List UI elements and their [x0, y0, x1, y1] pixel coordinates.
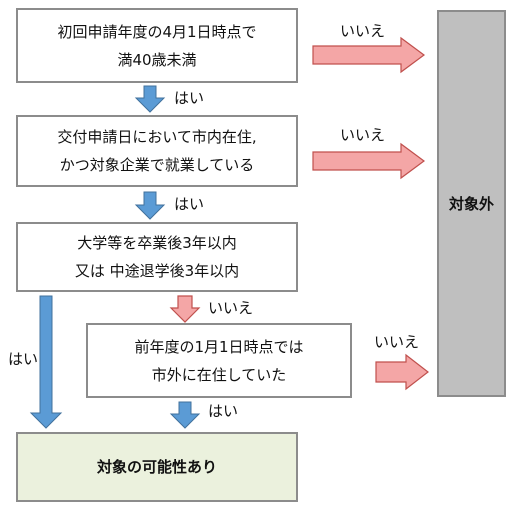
yes-arrow-down-3	[169, 401, 201, 429]
yes-label-1: はい	[174, 89, 205, 107]
outcome-box-excluded: 対象外	[437, 10, 506, 397]
no-label-3: いいえ	[374, 333, 420, 351]
yes-label-3: はい	[208, 402, 239, 420]
no-arrow-right-1	[312, 36, 426, 74]
no-arrow-right-2	[312, 142, 426, 180]
no-label-2: いいえ	[340, 126, 386, 144]
question-prior-residence-line1: 前年度の1月1日時点では	[134, 337, 304, 356]
question-residence-line1: 交付申請日において市内在住,	[57, 128, 257, 146]
yes-label-2: はい	[174, 195, 205, 213]
no-arrow-down	[169, 295, 201, 323]
question-residence-line2: かつ対象企業で就業している	[59, 156, 255, 174]
yes-arrow-down-2	[134, 191, 166, 220]
yes-label-long: はい	[8, 350, 39, 368]
no-arrow-right-3	[375, 353, 429, 391]
no-label-1: いいえ	[340, 22, 386, 40]
question-box-graduation: 大学等を卒業後3年以内 又は 中途退学後3年以内	[16, 222, 298, 292]
outcome-box-eligible: 対象の可能性あり	[16, 432, 298, 502]
outcome-eligible-label: 対象の可能性あり	[96, 458, 217, 476]
yes-arrow-down-long	[29, 295, 63, 429]
yes-arrow-down-1	[134, 85, 166, 113]
question-box-residence-employment: 交付申請日において市内在住, かつ対象企業で就業している	[16, 115, 298, 187]
question-box-age: 初回申請年度の4月1日時点で 満40歳未満	[16, 8, 298, 83]
question-age-line1: 初回申請年度の4月1日時点で	[57, 22, 257, 41]
question-prior-residence-line2: 市外に在住していた	[151, 365, 287, 384]
question-graduation-line2: 又は 中途退学後3年以内	[74, 262, 240, 280]
question-graduation-line1: 大学等を卒業後3年以内	[77, 234, 237, 252]
question-box-prior-residence: 前年度の1月1日時点では 市外に在住していた	[86, 323, 352, 398]
question-age-line2: 満40歳未満	[117, 50, 197, 69]
no-label-down: いいえ	[208, 299, 254, 317]
outcome-excluded-label: 対象外	[448, 194, 494, 213]
